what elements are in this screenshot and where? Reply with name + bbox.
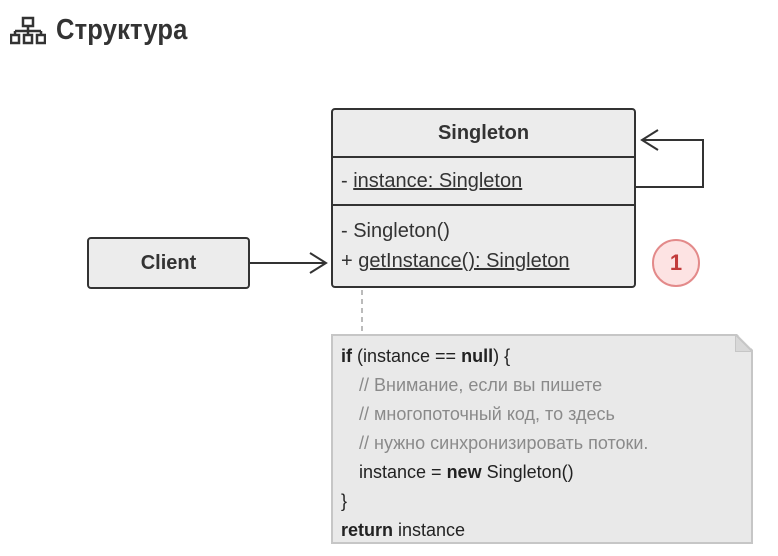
note-comment-3: // нужно синхронизировать потоки. [359,433,649,453]
instance-field: instance: Singleton [353,169,523,192]
client-class: Client [87,237,250,289]
self-association-line [636,139,704,188]
page-title: Структура [56,14,188,46]
note-fold-corner [735,334,753,352]
constructor-method: - Singleton() [341,220,450,242]
note-comment-2: // многопоточный код, то здесь [359,404,615,424]
note-line-return: return instance [341,520,466,540]
step-badge: 1 [652,239,700,287]
note-comment-1: // Внимание, если вы пишете [359,375,603,395]
note-line-close: } [341,491,348,511]
section-header: Структура [10,14,205,47]
self-association-arrowhead [640,129,659,151]
note-line-assign: instance = new Singleton() [359,462,574,482]
client-arrowhead [309,252,328,274]
code-note: if (instance == null) { // Внимание, есл… [331,334,753,544]
singleton-methods: - Singleton() + getInstance(): Singleton [331,204,636,288]
get-instance-method: + getInstance(): Singleton [341,250,570,272]
hierarchy-icon [10,16,46,44]
singleton-fields: - instance: Singleton [331,156,636,206]
singleton-class-name: Singleton [331,108,636,158]
note-line-if: if (instance == null) { [341,346,511,366]
